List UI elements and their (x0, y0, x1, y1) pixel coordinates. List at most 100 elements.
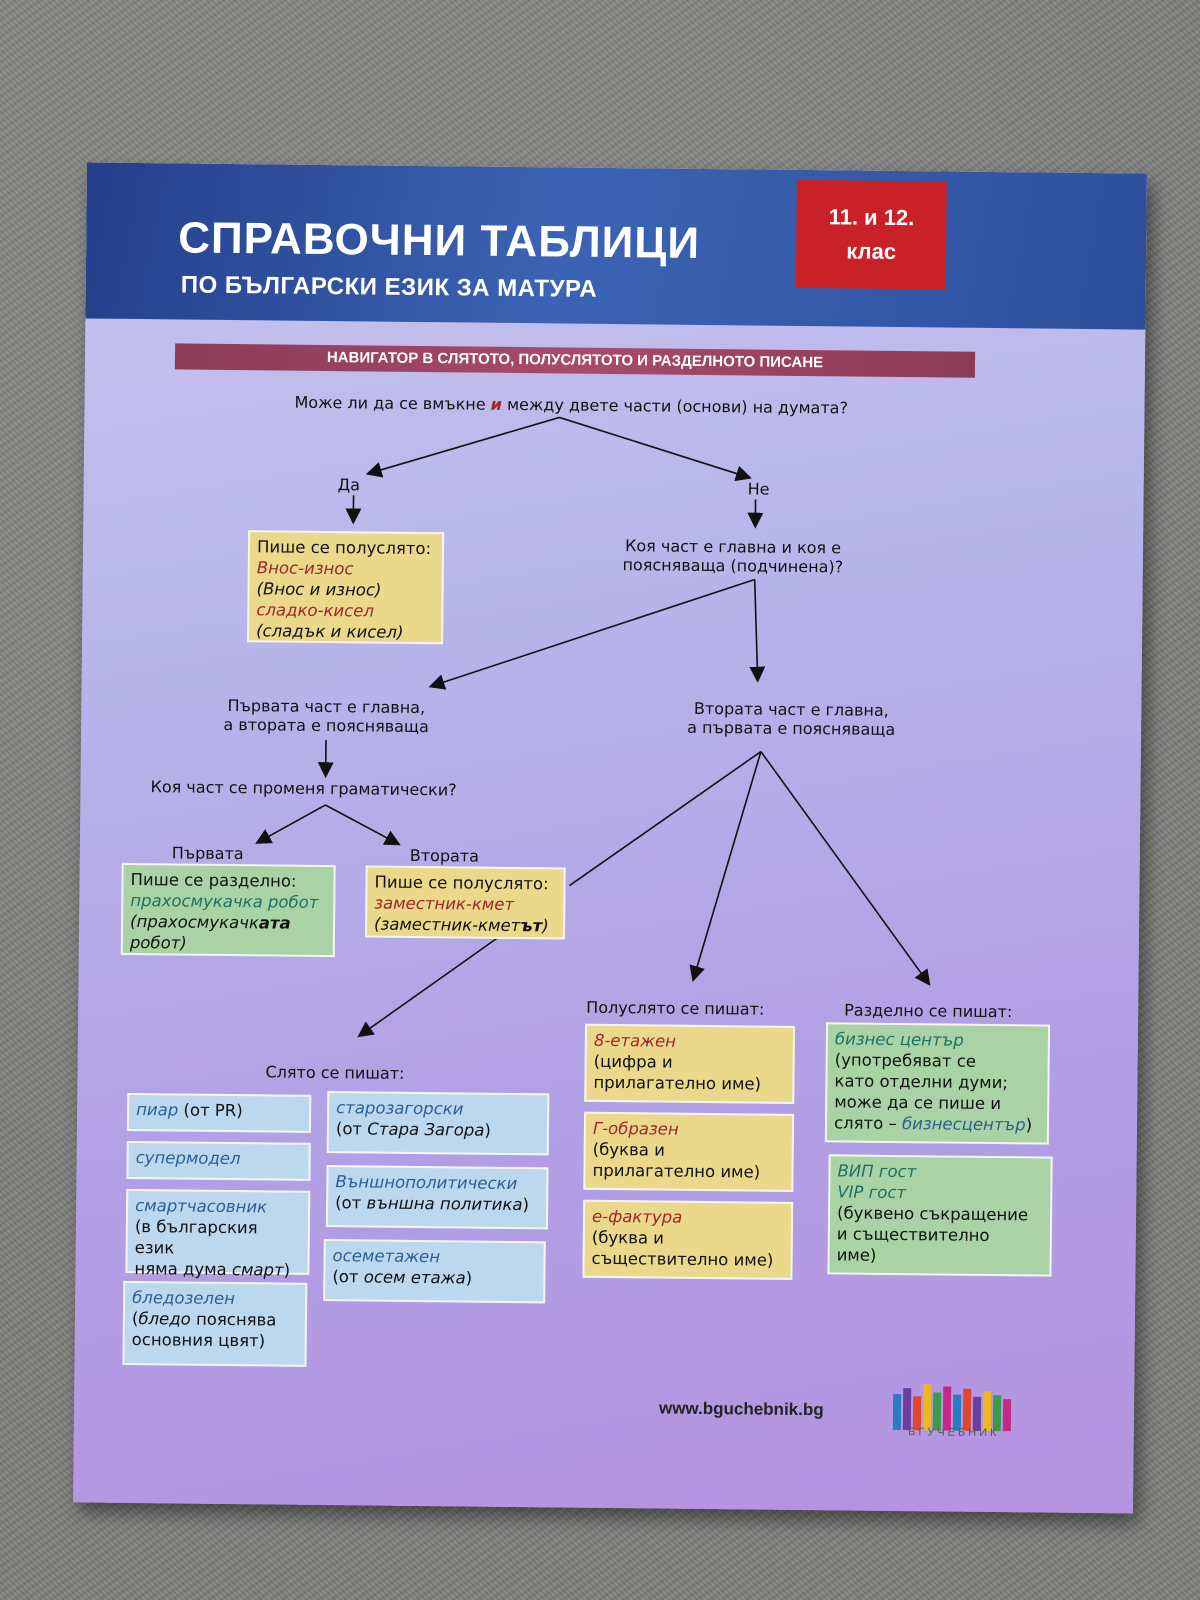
main-question-part-1: Може ли да се вмъкне (294, 392, 491, 414)
second-box-note-b: ът (520, 916, 543, 936)
answer-yes: Да (337, 475, 361, 495)
second-box-note-c: ) (542, 916, 549, 936)
first-box-heading: Пише се разделно: (130, 869, 297, 891)
together-note-a: (от (332, 1267, 364, 1287)
label-first: Първата (171, 843, 244, 864)
separate-note-line-3: може да се пише и (834, 1092, 1002, 1114)
flowchart-arrows (255, 416, 931, 1038)
together-note-line-1: (в българския език (134, 1217, 258, 1258)
together-note-c: ) (484, 1120, 491, 1140)
together-note: (от осем етажа) (332, 1266, 536, 1289)
together-word: осеметажен (332, 1246, 441, 1267)
separate-word: бизнес център (834, 1029, 964, 1050)
separate-word-2: VIP гост (837, 1182, 907, 1203)
half-note-line-2: прилагателно име) (593, 1072, 762, 1094)
together-item: старозагорски (от Стара Загора) (326, 1091, 550, 1156)
yes-box-example-1: Внос-износ (256, 558, 354, 579)
together-note-1b: бледо (138, 1309, 191, 1329)
main-part-question-line-2: поясняваща (подчинена)? (622, 555, 844, 577)
together-note-2c: ) (283, 1260, 291, 1280)
separate-note-line-1: (употребяват се (834, 1050, 977, 1071)
separate-note-4a: слято – (833, 1113, 903, 1134)
together-note-a: (от (335, 1119, 368, 1139)
separate-word-1: ВИП гост (837, 1161, 917, 1182)
half-item: Г-образен (буква и прилагателно име) (583, 1111, 795, 1192)
second-box-example: заместник-кмет (374, 893, 515, 914)
separate-item: бизнес център (употребяват се като отдел… (824, 1022, 1051, 1145)
together-note: (от PR) (178, 1100, 243, 1121)
yes-result-box: Пише се полуслято: Внос-износ (Внос и из… (247, 530, 445, 645)
together-word: бледозелен (132, 1288, 236, 1309)
separate-note-4b: бизнесцентър (901, 1114, 1026, 1135)
half-word: 8-етажен (593, 1030, 677, 1051)
separate-note-line-2: като отделни думи; (834, 1071, 1009, 1093)
together-note-b: осем етажа (363, 1267, 466, 1288)
half-note-line-2: съществително име) (591, 1248, 774, 1270)
together-note-a: (от (335, 1193, 367, 1213)
separate-heading: Разделно се пишат: (844, 1000, 1013, 1022)
second-main-line-2: а първата е поясняваща (687, 717, 896, 739)
yes-box-example-2: сладко-кисел (256, 600, 375, 621)
together-note-line-1: (бледо пояснява (132, 1308, 298, 1331)
together-item: смартчасовник (в българския език няма ду… (125, 1188, 311, 1280)
together-word: смартчасовник (135, 1196, 268, 1217)
half-word: Г-образен (592, 1118, 679, 1139)
reference-sheet: СПРАВОЧНИ ТАБЛИЦИ ПО БЪЛГАРСКИ ЕЗИК ЗА М… (73, 162, 1147, 1514)
second-box-heading: Пише се полуслято: (374, 872, 549, 894)
together-note-b: външна политика (366, 1193, 523, 1215)
together-heading: Слято се пишат: (265, 1062, 405, 1083)
answer-no: Не (747, 479, 770, 499)
books-logo-icon (892, 1384, 1012, 1432)
together-note-1c: пояснява (190, 1309, 277, 1330)
half-note-line-1: (буква и (591, 1227, 665, 1248)
separate-note-line-3: име) (836, 1245, 877, 1265)
together-note-2a: няма дума (134, 1259, 233, 1280)
first-main-label: Първата част е главна, а втората е поясн… (191, 696, 461, 737)
yes-box-note-1: (Внос и износ) (256, 579, 382, 600)
main-part-question: Коя част е главна и коя е поясняваща (по… (603, 536, 863, 577)
first-box-note: (прахосмукачката (130, 911, 326, 934)
first-box-example: прахосмукачка робот (130, 890, 319, 912)
publisher-url: www.bguchebnik.bg (658, 1398, 824, 1420)
together-item: пиар (от PR) (126, 1092, 312, 1133)
half-note-line-1: (цифра и (593, 1051, 673, 1072)
together-note-c: ) (465, 1268, 473, 1288)
separate-note-line-4: слято – бизнесцентър) (834, 1112, 1040, 1135)
together-item: Външнополитически (от външна политика) (325, 1165, 549, 1230)
together-note-c: ) (522, 1195, 530, 1215)
main-question-part-2: между двете части (основи) на думата? (501, 394, 849, 418)
half-item: е-фактура (буква и съществително име) (582, 1199, 794, 1280)
together-word: пиар (136, 1100, 179, 1120)
yes-box-note-2: (сладък и кисел) (256, 621, 404, 642)
together-note-2b: смарт (231, 1260, 284, 1280)
yes-box-heading: Пише се полуслято: (256, 537, 432, 559)
separate-item: ВИП гост VIP гост (буквено съкращение и … (827, 1154, 1053, 1277)
label-second: Втората (409, 845, 480, 866)
together-word: супермодел (135, 1148, 241, 1169)
together-note-line-2: основния цвят) (131, 1330, 266, 1351)
half-note-line-2: прилагателно име) (592, 1160, 761, 1182)
half-note-line-1: (буква и (592, 1139, 665, 1160)
half-word: е-фактура (591, 1206, 683, 1227)
together-item: бледозелен (бледо пояснява основния цвят… (122, 1280, 308, 1367)
grammar-question: Коя част се променя граматически? (150, 777, 457, 800)
main-question-highlight: и (490, 394, 503, 414)
separate-note-4c: ) (1025, 1115, 1033, 1135)
together-item: осеметажен (от осем етажа) (323, 1239, 546, 1304)
logo-text: БГУЧЕБНИК (908, 1426, 1000, 1440)
separate-note-line-1: (буквено съкращение (836, 1203, 1029, 1225)
first-box-note-b: ата (258, 913, 291, 933)
together-item: супермодел (126, 1140, 311, 1181)
half-heading: Полуслято се пишат: (586, 997, 765, 1019)
half-item: 8-етажен (цифра и прилагателно име) (584, 1023, 796, 1104)
first-changes-box: Пише се разделно: прахосмукачка робот (п… (120, 862, 336, 958)
first-box-note-c: робот) (129, 932, 187, 953)
together-note: (от външна политика) (335, 1192, 539, 1215)
together-word: старозагорски (336, 1098, 464, 1119)
second-box-note-a: (заместник-кмет (373, 914, 521, 936)
together-note: (от Стара Загора) (336, 1118, 540, 1141)
together-note-b: Стара Загора (367, 1119, 485, 1140)
second-box-note: (заместник-кметът) (374, 914, 556, 937)
separate-note-line-2: и съществително (836, 1224, 990, 1245)
first-main-line-2: а втората е поясняваща (223, 714, 429, 737)
